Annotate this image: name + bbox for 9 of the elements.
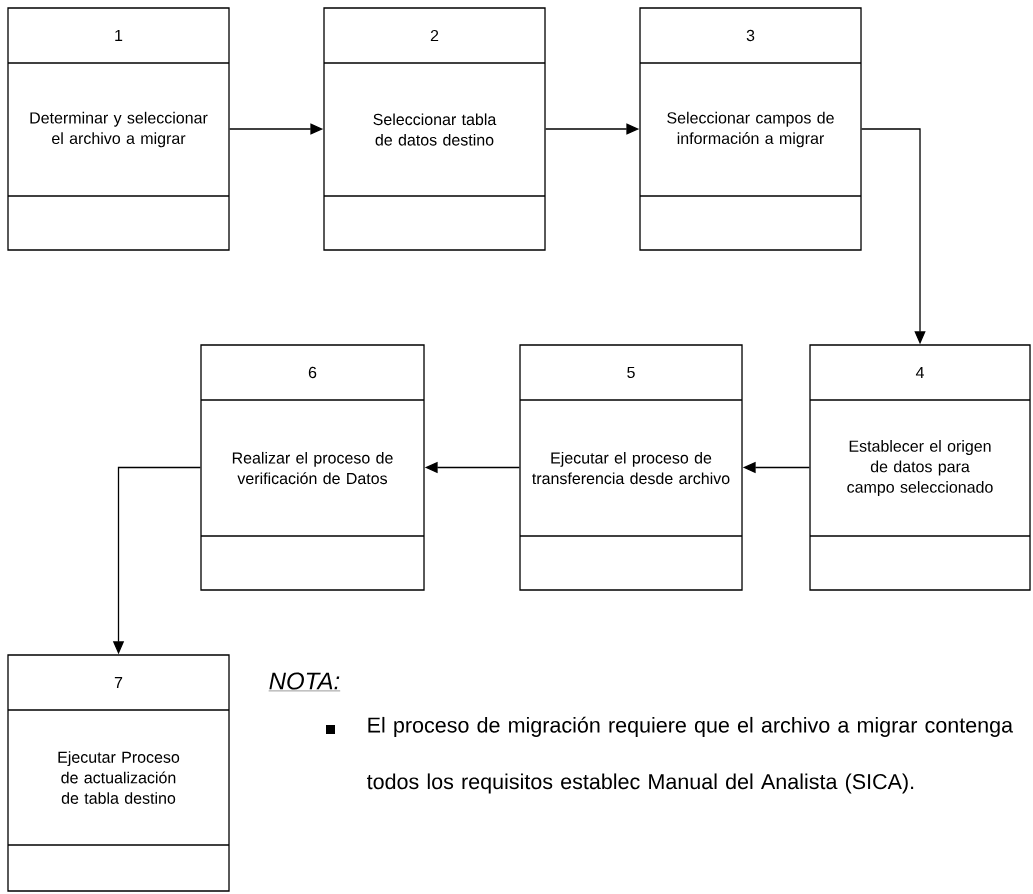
process-box: 2 Seleccionar tabla de datos destino <box>323 7 546 251</box>
process-box: 4 Establecer el origen de datos para campo seleccionado <box>809 344 1031 591</box>
process-box: 1 Determinar y seleccionar el archivo a migrar <box>7 7 230 251</box>
process-box: 6 Realizar el proceso de verificación de Datos <box>200 344 425 591</box>
note-text: El proceso de migración requiere que el archivo a migrar contenga todos los requisitos establec Manual del Analista (SICA). <box>367 716 1014 794</box>
process-box: 7 Ejecutar Proceso de actualización de tabla destino <box>7 654 230 892</box>
note-heading: NOTA: <box>268 672 341 692</box>
process-box: 5 Ejecutar el proceso de transferencia desde archivo <box>519 344 743 591</box>
process-box: 3 Seleccionar campos de información a migrar <box>639 7 862 251</box>
